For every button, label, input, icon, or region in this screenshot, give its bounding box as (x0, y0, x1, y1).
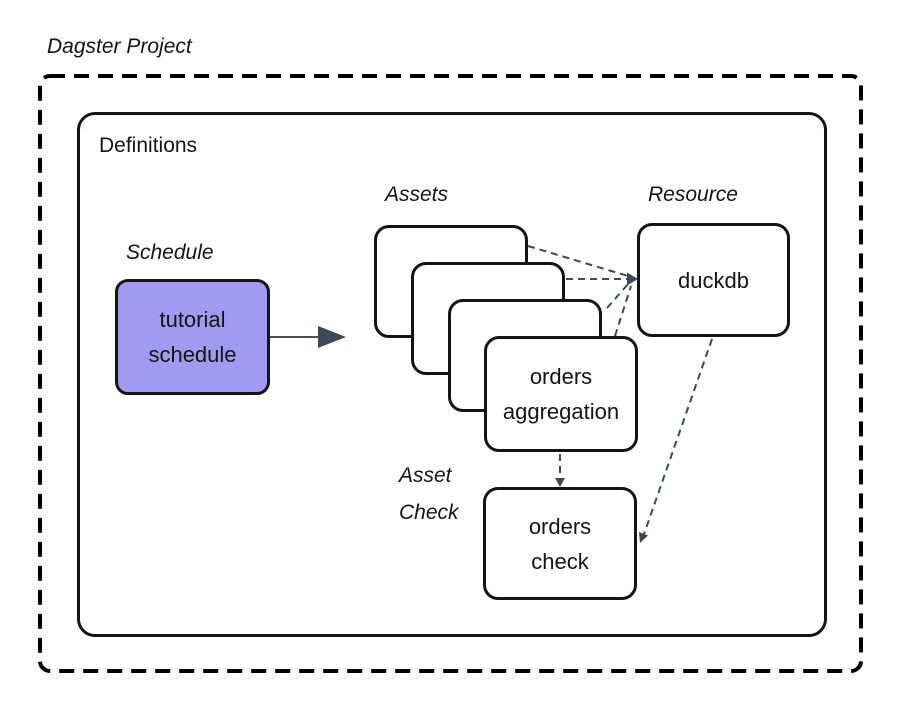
schedule-node-line-2: schedule (148, 342, 237, 367)
orders-aggregation-line-1: orders (529, 364, 593, 389)
duckdb-node: duckdb (637, 223, 790, 337)
duckdb-node-label: duckdb (678, 267, 749, 293)
asset-check-label-line-1: Asset (399, 464, 452, 487)
schedule-node-line-1: tutorial (159, 307, 226, 332)
asset-check-label: Asset Check (399, 457, 459, 531)
orders-aggregation-line-2: aggregation (502, 399, 620, 424)
definitions-label: Definitions (99, 134, 198, 157)
orders-check-line-1: orders (528, 513, 592, 539)
project-title: Dagster Project (47, 35, 192, 58)
orders-check-line-2: check (531, 548, 589, 574)
asset-check-label-line-2: Check (399, 501, 459, 524)
schedule-label: Schedule (126, 241, 214, 264)
resource-label: Resource (648, 183, 738, 206)
orders-check-node: orders check (483, 487, 637, 600)
assets-label: Assets (385, 183, 449, 206)
schedule-node: tutorial schedule (115, 279, 270, 395)
orders-aggregation-node: orders aggregation (484, 336, 638, 452)
